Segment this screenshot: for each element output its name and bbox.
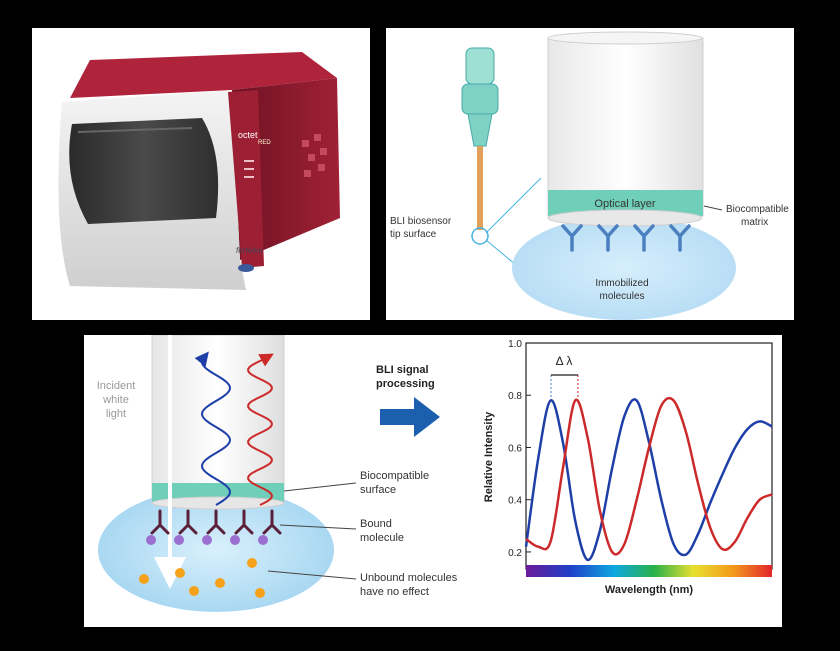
bound-molecule-icon	[174, 509, 198, 545]
y-axis-label: Relative Intensity	[483, 411, 495, 502]
reflected-wave-blue	[194, 351, 231, 506]
incident-label-2: white	[102, 394, 129, 406]
bound-molecule-icon	[146, 509, 170, 545]
sensor-cylinder	[547, 37, 704, 217]
tip-label-1: BLI biosensor	[390, 216, 452, 227]
tip-illustration: Optical layer Biocompatible matrix BLI b…	[390, 31, 789, 320]
surface-label-2: surface	[360, 484, 396, 496]
bound-molecule-icon	[230, 509, 254, 545]
y-tick-label: 0.2	[508, 548, 522, 559]
processing-label-1: BLI signal	[376, 364, 429, 376]
antibody-icon	[669, 224, 691, 252]
tip-panel: Optical layer Biocompatible matrix BLI b…	[386, 28, 794, 320]
unbound-label-1: Unbound molecules	[360, 572, 458, 584]
immobilized-antibodies	[561, 224, 691, 252]
antibody-icon	[561, 224, 583, 252]
tip-highlight	[471, 227, 489, 245]
processing-arrow-icon	[380, 397, 440, 437]
side-pattern	[302, 134, 327, 177]
antibody-icon	[597, 224, 619, 252]
bound-molecules	[146, 509, 282, 545]
intensity-chart: 1.0 0.8 0.6 0.4 0.2 Δ λ Wavelength (nm) Rela…	[483, 339, 773, 596]
bound-molecule-icon	[258, 509, 282, 545]
instrument-illustration: octet RED fortebio	[58, 52, 340, 290]
sensor-cylinder	[151, 335, 285, 504]
reflected-wave-red	[247, 353, 274, 506]
bound-label-2: molecule	[360, 532, 404, 544]
delta-lambda-label: Δ λ	[556, 354, 573, 368]
incident-label-1: Incident	[97, 380, 136, 392]
y-tick-label: 0.4	[508, 496, 522, 507]
spectrum-bar	[526, 565, 772, 577]
y-tick-label: 0.6	[508, 443, 522, 454]
tip-label-2: tip surface	[390, 229, 437, 240]
bound-molecule-icon	[202, 509, 226, 545]
incident-label-3: light	[106, 408, 126, 420]
antibody-icon	[633, 224, 655, 252]
logo-label: fortebio	[236, 246, 263, 255]
bound-label-1: Bound	[360, 518, 392, 530]
optical-layer-label: Optical layer	[594, 198, 655, 210]
instrument-door	[69, 118, 219, 224]
model-label: RED	[258, 140, 271, 146]
immobilized-label-1: Immobilized	[595, 278, 648, 289]
y-tick-label: 0.8	[508, 391, 522, 402]
surface-label-1: Biocompatible	[360, 470, 429, 482]
front-strip	[228, 90, 264, 268]
y-tick-label: 1.0	[508, 339, 522, 350]
matrix-label-1: Biocompatible	[726, 204, 789, 215]
signal-illustration: Incident white light Biocompatible surfa…	[97, 335, 773, 612]
x-axis-label: Wavelength (nm)	[605, 584, 694, 596]
immobilized-label-2: molecules	[599, 291, 644, 302]
solution-halo	[512, 216, 736, 320]
instrument-top	[70, 52, 337, 98]
matrix-label-2: matrix	[741, 217, 768, 228]
plot-frame	[525, 342, 773, 570]
processing-label-2: processing	[376, 378, 435, 390]
signal-panel: Incident white light Biocompatible surfa…	[84, 335, 782, 627]
brand-label: octet	[238, 130, 258, 140]
badge-icon	[238, 264, 254, 272]
instrument-panel: octet RED fortebio	[32, 28, 370, 320]
series-blue-line	[524, 398, 773, 562]
unbound-label-2: have no effect	[360, 586, 429, 598]
series-red-line	[525, 396, 773, 556]
unbound-molecules	[139, 558, 265, 598]
biosensor-probe	[461, 47, 499, 230]
